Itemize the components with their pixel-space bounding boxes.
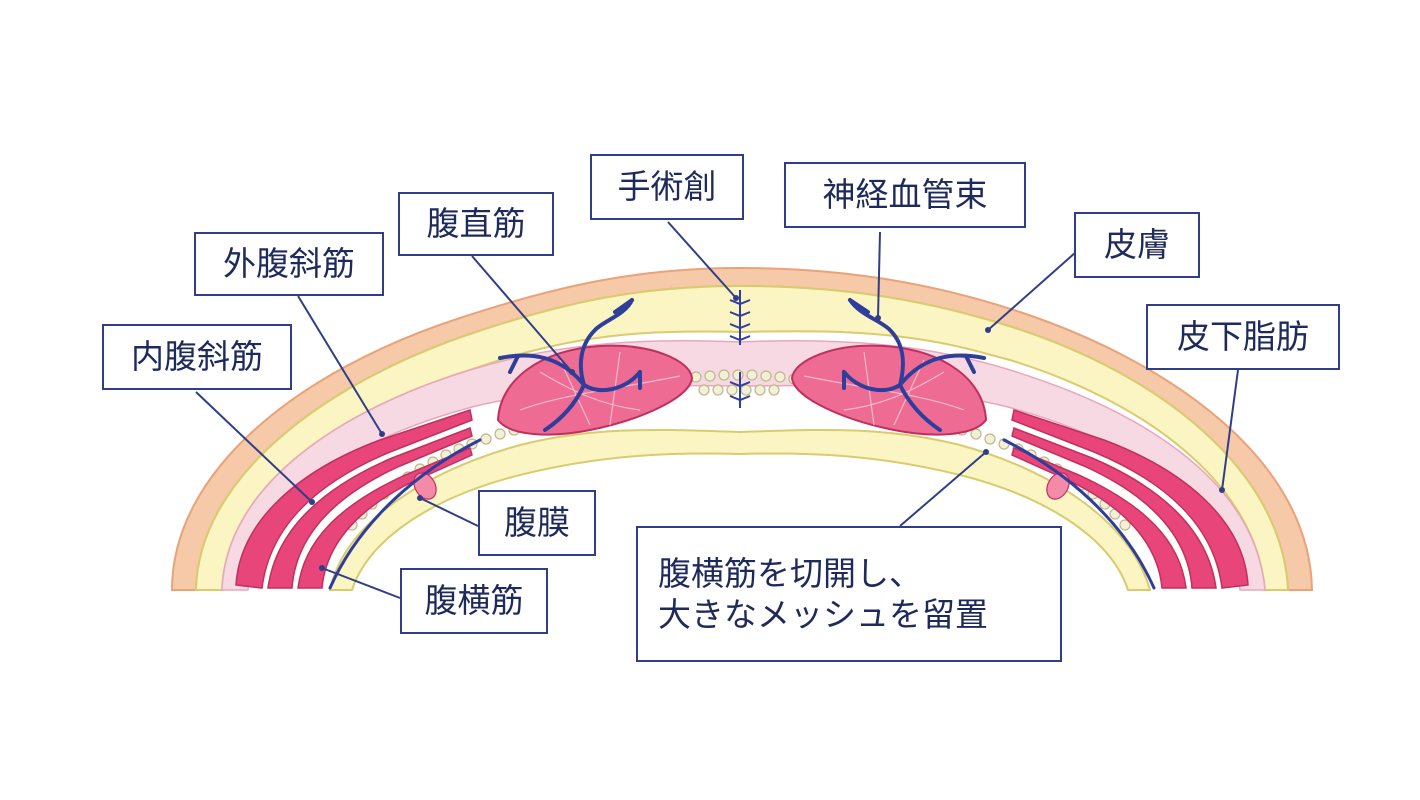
leader-dot-scar [733,295,739,301]
procedure-note-line-2: 大きなメッシュを留置 [658,595,988,634]
leader-lines [195,221,1239,599]
label-subcutaneous-fat: 皮下脂肪 [1146,304,1340,370]
label-internal-oblique: 内腹斜筋 [102,324,292,390]
leader-dot-external-oblique [379,431,385,437]
right-small-nodule [1046,472,1070,500]
leader-dot-transverse [319,565,325,571]
left-external-oblique-muscle [235,409,473,589]
label-peritoneum: 腹膜 [478,490,596,556]
procedure-note-line-1: 腹横筋を切開し、 [658,553,922,593]
right-transverse-muscle [1011,446,1187,589]
leader-dot-fat [1219,487,1225,493]
inner-fat-band [328,428,1152,591]
leader-dot-neurovascular [875,315,881,321]
leader-dot-skin [985,327,991,333]
label-neurovascular-bundle: 神経血管束 [784,162,1026,228]
label-surgical-wound: 手術創 [590,154,744,220]
left-neurovascular-bundle [328,298,642,590]
label-external-oblique: 外腹斜筋 [194,232,384,296]
midline-sutures [729,290,751,408]
left-internal-oblique-muscle [267,426,473,589]
leader-dot-rectus [569,369,575,375]
leader-dot-internal-oblique [309,499,315,505]
leader-dot-note [983,449,989,455]
label-procedure-note: 腹横筋を切開し、 大きなメッシュを留置 [636,526,1062,662]
label-skin: 皮膚 [1074,212,1200,278]
label-rectus-abdominis: 腹直筋 [398,192,554,256]
label-transverse-abdominis: 腹横筋 [400,568,548,634]
left-transverse-muscle [297,446,473,589]
right-internal-oblique-muscle [1011,426,1217,589]
right-neurovascular-bundle [842,298,1156,590]
subcutaneous-fat-layer [194,284,1290,591]
right-external-oblique-muscle [1011,409,1249,589]
leader-dot-peritoneum [417,495,423,501]
